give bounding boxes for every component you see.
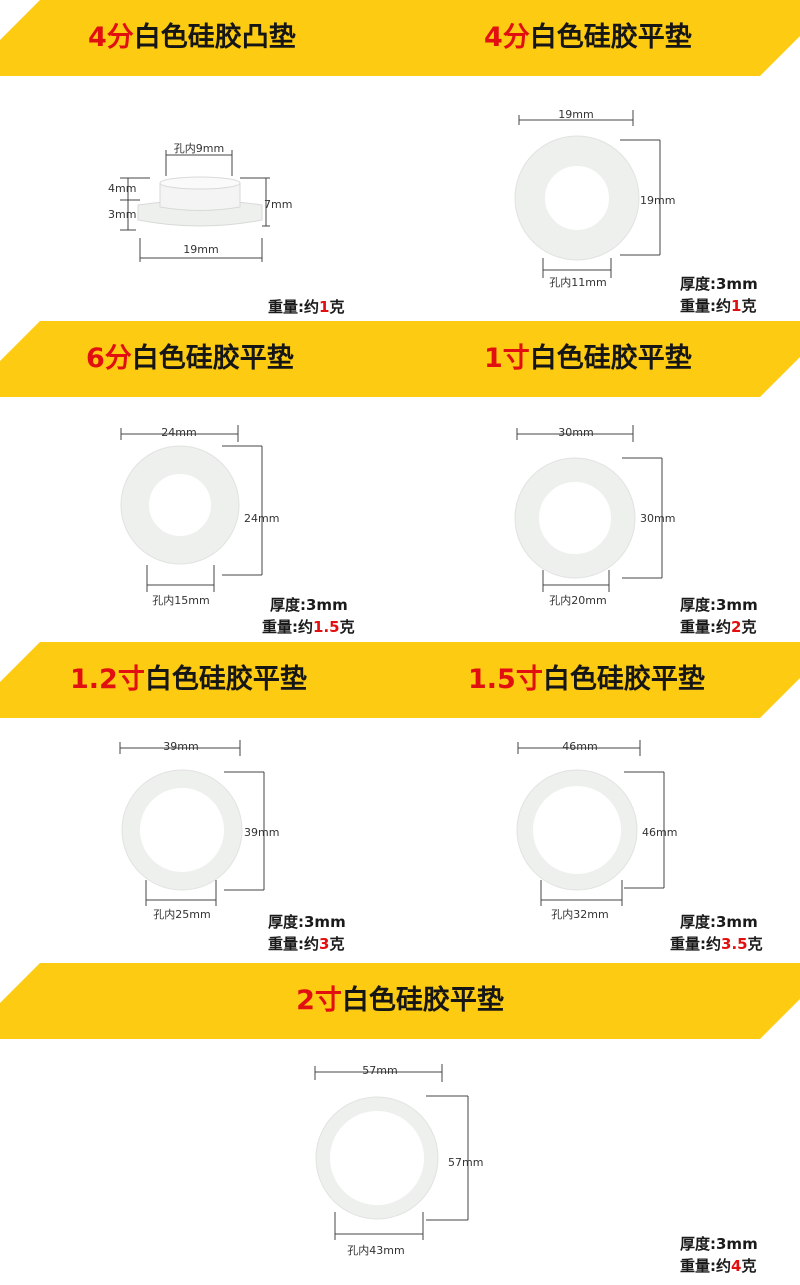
spec-1-2cun: 厚度:3mm 重量:约3克 [268, 913, 346, 953]
banner-row-1: 4分白色硅胶凸垫 4分白色硅胶平垫 [0, 0, 800, 76]
dim-hole-1-5cun: 孔内32mm [551, 907, 608, 921]
banner-row-4: 2寸白色硅胶平垫 [0, 963, 800, 1039]
section-title-1-2cun: 1.2寸白色硅胶平垫 [70, 664, 307, 695]
dim-width-1-2cun: 39mm [163, 740, 198, 753]
dim-width: 19mm [558, 108, 593, 121]
banner-shape [0, 642, 800, 718]
section-title-4fen-flat: 4分白色硅胶平垫 [484, 22, 692, 53]
dim-width-1cun: 30mm [558, 426, 593, 439]
dim-height: 19mm [640, 194, 675, 207]
dim-height-1cun: 30mm [640, 512, 675, 525]
section-title-2cun: 2寸白色硅胶平垫 [296, 985, 504, 1016]
washer-diagrams-row-2: 24mm 24mm 孔内15mm 30mm 30mm 孔内20mm [120, 425, 675, 607]
banner-shape [0, 321, 800, 397]
section-title-1cun: 1寸白色硅胶平垫 [484, 343, 692, 374]
dim-height-2cun: 57mm [448, 1156, 483, 1169]
banner-shape [0, 0, 800, 76]
dim-hole: 孔内9mm [174, 141, 224, 155]
dim-height-6fen: 24mm [244, 512, 279, 525]
convex-washer-diagram: 孔内9mm 4mm 3mm 7mm 19mm [108, 141, 292, 262]
dim-hole: 孔内11mm [549, 275, 606, 289]
dim-height-1-5cun: 46mm [642, 826, 677, 839]
dim-outer: 19mm [183, 243, 218, 256]
dim-height-1-2cun: 39mm [244, 826, 279, 839]
dim-width-6fen: 24mm [161, 426, 196, 439]
banner-row-3: 1.2寸白色硅胶平垫 1.5寸白色硅胶平垫 [0, 642, 800, 718]
spec-6fen: 厚度:3mm 重量:约1.5克 [262, 596, 355, 636]
spec-4fen-flat: 厚度:3mm 重量:约1克 [680, 275, 758, 315]
washer-diagram-4fen: 19mm 19mm 孔内11mm [514, 108, 675, 289]
section-title-6fen: 6分白色硅胶平垫 [86, 343, 294, 374]
dim-width-1-5cun: 46mm [562, 740, 597, 753]
washer-diagrams-row-3: 39mm 39mm 孔内25mm 46mm 46mm 孔内32mm [119, 740, 677, 921]
banner-row-2: 6分白色硅胶平垫 1寸白色硅胶平垫 [0, 321, 800, 397]
section-title-4fen-convex: 4分白色硅胶凸垫 [88, 22, 296, 53]
section-title-1-5cun: 1.5寸白色硅胶平垫 [468, 664, 705, 695]
banner-shape [0, 963, 800, 1039]
spec-2cun: 厚度:3mm 重量:约4克 [680, 1235, 758, 1275]
dim-base-height: 3mm [108, 208, 136, 221]
dim-hole-2cun: 孔内43mm [347, 1243, 404, 1257]
dim-hole-6fen: 孔内15mm [152, 593, 209, 607]
dim-hole-1cun: 孔内20mm [549, 593, 606, 607]
dim-top-height: 4mm [108, 182, 136, 195]
weight-4fen-convex: 重量:约1克 [268, 298, 345, 316]
dim-total-height: 7mm [264, 198, 292, 211]
dim-hole-1-2cun: 孔内25mm [153, 907, 210, 921]
spec-1cun: 厚度:3mm 重量:约2克 [680, 596, 758, 636]
spec-1-5cun: 厚度:3mm 重量:约3.5克 [670, 913, 763, 953]
dim-width-2cun: 57mm [362, 1064, 397, 1077]
